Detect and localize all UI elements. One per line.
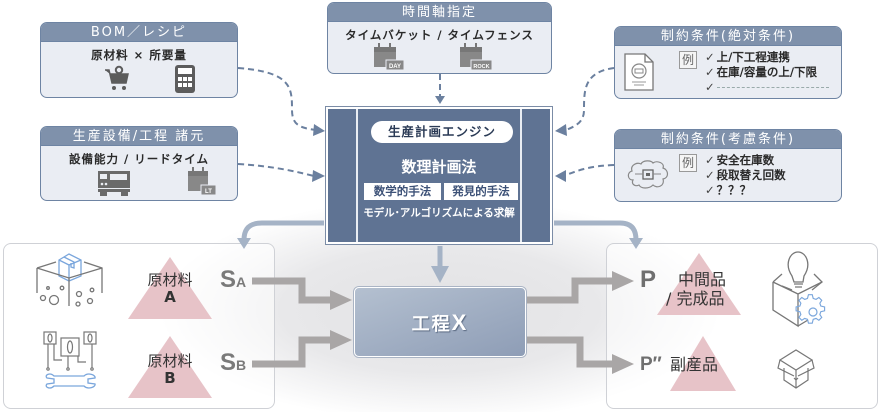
engine-title: 生産計画エンジン (371, 121, 513, 143)
product-symbol: P (640, 266, 657, 293)
hard-constraints-title: 制約条件(絶対条件) (615, 27, 841, 46)
soft-constraints-title: 制約条件(考慮条件) (615, 130, 841, 149)
supply-a-label: SA (220, 266, 247, 293)
arrowhead-icon (612, 354, 634, 374)
calendar-lock-icon: ROCK (460, 43, 493, 71)
equipment-to-engine-connector (237, 163, 315, 177)
product-triangle (657, 253, 741, 315)
material-b-triangle (128, 336, 212, 398)
byproduct-label: 副産品 (670, 355, 719, 374)
soft-constraint-item: ✓？？？ (705, 183, 752, 197)
soft-constraint-item: ✓段取替え回数 (705, 168, 786, 182)
arrowhead-icon (313, 124, 325, 136)
equipment-specs-box: 生産設備/工程 諸元 設備能力 / リードタイム LT (40, 126, 238, 201)
hard-constraints-to-engine-connector (565, 67, 615, 131)
hard-constraint-item: ✓上/下工程連携 (705, 50, 790, 64)
time-axis-title: 時間軸指定 (328, 3, 551, 22)
hard-constraint-item: ✓在庫/容量の上/下限 (705, 65, 818, 79)
arrowhead-icon (312, 170, 325, 182)
byproduct-symbol: P″ (640, 354, 662, 375)
output-products-panel (606, 243, 878, 409)
cart-gear-icon (105, 65, 129, 90)
soft-constraints-list: ✓安全在庫数 ✓段取替え回数 ✓？？？ (705, 153, 786, 198)
process-id: X (451, 310, 469, 335)
flow-process-to-p2 (527, 336, 613, 368)
arrowhead-icon (431, 266, 449, 283)
supply-b-label: SB (220, 349, 247, 376)
open-box-icon (777, 349, 815, 389)
process-label: 工程 (411, 314, 452, 335)
svg-text:DAY: DAY (389, 64, 401, 70)
arrowhead-icon (629, 238, 643, 249)
arrowhead-icon (435, 96, 445, 104)
bom-recipe-box: BOM／レシピ 原材料 × 所要量 (40, 22, 238, 98)
hard-constraints-list: ✓上/下工程連携 ✓在庫/容量の上/下限 ✓ (705, 50, 829, 95)
production-planning-engine: 生産計画エンジン 数理計画法 数学的手法 発見的手法 モデル･アルゴリズムによる… (326, 107, 552, 244)
time-axis-subtitle: タイムバケット / タイムフェンス (345, 28, 534, 42)
arrowhead-icon (330, 290, 352, 310)
arrowhead-icon (237, 238, 251, 249)
engine-to-input-connector (241, 220, 324, 241)
equipment-specs-subtitle: 設備能力 / リードタイム (69, 152, 209, 166)
svg-text:LT: LT (205, 189, 212, 195)
blank-placeholder-line (716, 87, 829, 88)
method-mathematical: 数学的手法 (364, 183, 441, 200)
svg-text:ROCK: ROCK (473, 64, 489, 70)
flow-process-to-p (527, 277, 613, 304)
arrowhead-icon (612, 271, 634, 291)
soft-constraints-to-engine-connector (563, 164, 615, 177)
brain-chip-icon (627, 160, 669, 189)
bom-recipe-subtitle: 原材料 × 所要量 (91, 48, 187, 62)
calendar-lt-icon: LT (188, 167, 217, 196)
components-wrench-icon (43, 331, 97, 389)
engine-divider (520, 109, 522, 242)
bom-to-engine-connector (237, 67, 317, 131)
machine-icon (98, 171, 130, 196)
document-gear-icon (624, 53, 654, 91)
flow-sa-to-process (252, 277, 330, 304)
hard-constraints-box: 制約条件(絶対条件) 例 ✓上/下工程連携 ✓在庫/容量の上/下限 ✓ (614, 26, 842, 99)
raw-material-box-icon (36, 253, 103, 307)
method-heuristic: 発見的手法 (444, 183, 518, 200)
bom-recipe-title: BOM／レシピ (41, 23, 237, 42)
soft-constraint-item: ✓安全在庫数 (705, 153, 775, 167)
flow-sb-to-process (252, 336, 330, 368)
equipment-specs-title: 生産設備/工程 諸元 (41, 127, 237, 146)
arrowhead-icon (330, 330, 352, 350)
arrowhead-icon (555, 124, 567, 136)
material-a-triangle (128, 257, 212, 319)
time-axis-box: 時間軸指定 タイムバケット / タイムフェンス DAY ROCK (327, 2, 552, 74)
process-x-box: 工程X (354, 287, 526, 357)
example-tag: 例 (679, 154, 697, 172)
hard-constraint-item: ✓ (705, 80, 829, 95)
calculator-icon (175, 65, 195, 93)
product-box-lightbulb-icon (772, 251, 826, 328)
byproduct-triangle (670, 336, 736, 391)
example-tag: 例 (679, 51, 697, 69)
engine-divider (356, 109, 358, 242)
calendar-day-icon: DAY (374, 43, 405, 71)
engine-method: 数理計画法 (401, 158, 477, 176)
soft-constraints-box: 制約条件(考慮条件) 例 ✓安全在庫数 ✓段取替え回数 ✓？？？ (614, 129, 842, 202)
engine-to-output-connector (554, 220, 639, 241)
arrowhead-icon (555, 170, 566, 182)
product-label: 中間品 / 完成品 (666, 270, 727, 308)
engine-footer: モデル･アルゴリズムによる求解 (363, 207, 515, 219)
